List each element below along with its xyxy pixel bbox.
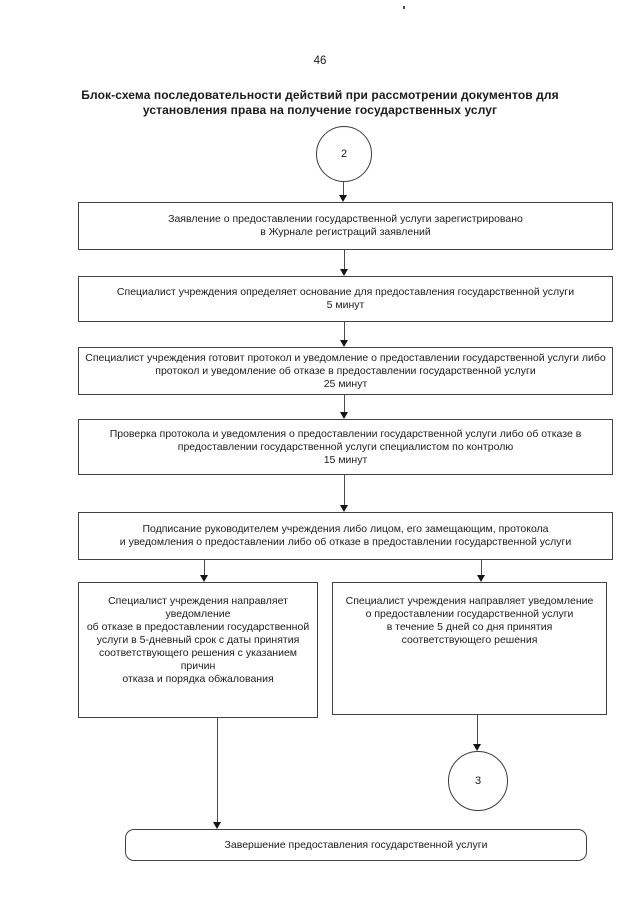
flow-arrow-signing-to-refusal	[200, 560, 209, 582]
flow-step-registered: Заявление о предоставлении государственн…	[78, 202, 613, 250]
connector-circle-2: 2	[316, 126, 372, 182]
flowchart-title: Блок-схема последовательности действий п…	[81, 88, 559, 117]
flow-arrow-grant-to-connector-3	[473, 715, 482, 751]
flow-arrow-prepare-to-check	[340, 395, 349, 419]
flow-arrow-check-to-signing	[340, 475, 349, 512]
flow-step-determine-basis: Специалист учреждения определяет основан…	[78, 276, 613, 322]
flow-arrow-signing-to-grant	[477, 560, 486, 582]
flow-step-prepare-protocol: Специалист учреждения готовит протокол и…	[78, 347, 613, 395]
page-number: 46	[313, 55, 327, 67]
connector-circle-3-label: 3	[474, 775, 482, 787]
connector-circle-3: 3	[448, 751, 508, 811]
flow-arrow-start-to-registered	[339, 181, 348, 202]
connector-circle-2-label: 2	[340, 148, 348, 160]
flow-arrow-registered-to-determine	[340, 250, 349, 276]
flow-step-notify-grant: Специалист учреждения направляет уведомл…	[332, 582, 607, 715]
flow-arrow-determine-to-prepare	[340, 322, 349, 347]
scan-artifact-dot	[403, 6, 405, 9]
flow-step-notify-refusal: Специалист учреждения направляет уведомл…	[78, 582, 318, 718]
flow-arrow-refusal-to-completion	[213, 718, 222, 829]
flow-step-control-check: Проверка протокола и уведомления о предо…	[78, 419, 613, 475]
flow-terminator-completion: Завершение предоставления государственно…	[125, 829, 587, 861]
flow-step-signing: Подписание руководителем учреждения либо…	[78, 512, 613, 560]
